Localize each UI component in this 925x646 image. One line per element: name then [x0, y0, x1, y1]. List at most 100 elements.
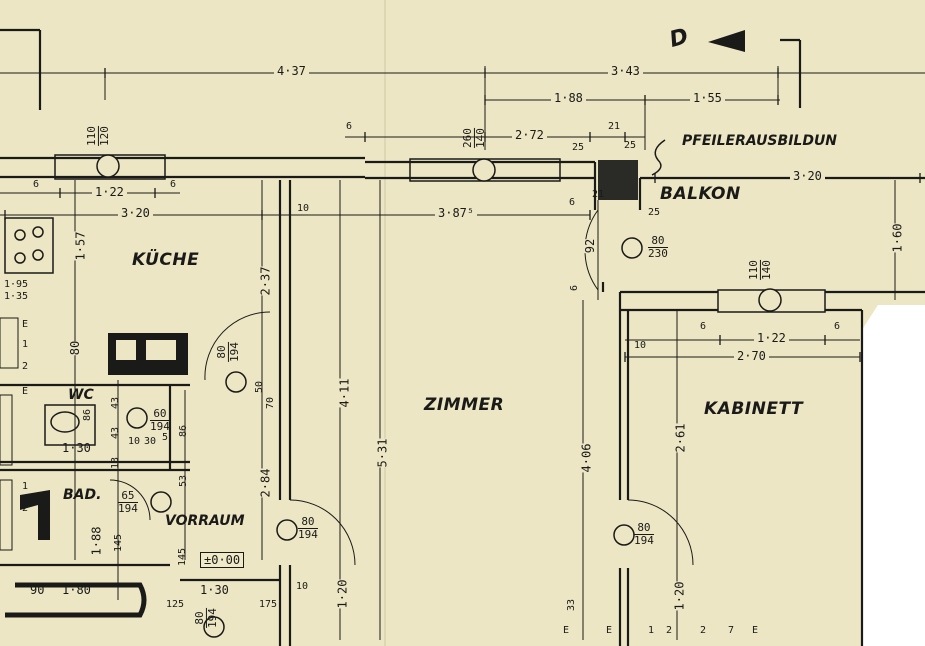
door-circles [96, 154, 782, 638]
dim-b-25: 25 [648, 207, 661, 218]
dim-v-92: 92 [583, 238, 598, 254]
dim-v-411: 4·11 [337, 378, 352, 408]
level-mark: ±0·00 [200, 552, 245, 568]
dim-sm-195: 1·95 [4, 279, 29, 290]
dim-top-188: 1·88 [551, 92, 586, 104]
room-label-zimmer: ZIMMER [424, 395, 505, 415]
dim-v-70: 70 [265, 396, 277, 410]
dim-v-13: 13 [110, 456, 122, 470]
dim-l-180: 1·80 [62, 583, 91, 597]
dim-k-6a: 6 [33, 179, 40, 190]
dim-v-284: 2·84 [258, 468, 273, 498]
walls [0, 28, 925, 646]
dim-z-10: 10 [297, 203, 310, 214]
dim-wc-130: 1·30 [62, 441, 91, 455]
stack-mark-4: E [22, 386, 29, 397]
dim-l-90: 90 [30, 583, 45, 597]
dim-b-6: 6 [569, 197, 576, 208]
bottom-mark-2: 2 [666, 625, 673, 636]
dim-k-122: 1·22 [92, 186, 127, 198]
dim-v-86a: 86 [82, 408, 94, 422]
dim-top-437: 4·37 [274, 65, 309, 77]
room-label-kueche: KÜCHE [132, 250, 200, 270]
door-swings [109, 209, 694, 566]
dim-k-320: 3·20 [118, 207, 153, 219]
dim-v-43a: 43 [110, 396, 122, 410]
dim-b-320: 3·20 [790, 170, 825, 182]
room-label-vorraum: VORRAUM [165, 513, 245, 529]
room-label-balkon: BALKON [660, 184, 741, 204]
dim-top-272: 2·72 [512, 129, 547, 141]
dim-kb-270: 2·70 [734, 350, 769, 362]
dim-v-237: 2·37 [258, 266, 273, 296]
dim-v-53: 53 [178, 474, 190, 488]
stack-mark-5: 1 [22, 481, 29, 492]
dim-wc-10: 10 [128, 436, 141, 447]
north-arrow [708, 30, 745, 52]
dim-v-6: 6 [569, 284, 581, 292]
dim-v-531: 5·31 [375, 438, 390, 468]
bottom-mark-2b: 2 [700, 625, 707, 636]
dim-kb-122: 1·22 [754, 332, 789, 344]
dim-v-43b: 43 [110, 426, 122, 440]
left-stack-marks [0, 317, 19, 551]
bathtub [5, 582, 147, 618]
dim-kb-6a: 6 [700, 321, 707, 332]
dim-top-21: 21 [608, 121, 621, 132]
bottom-mark-7: 7 [728, 625, 735, 636]
pillar-detail [598, 139, 666, 200]
dim-v-160: 1·60 [890, 223, 905, 253]
dim-v-157: 1·57 [73, 231, 88, 261]
dim-l-10: 10 [296, 581, 309, 592]
stove [4, 217, 54, 274]
bottom-mark-e2: E [606, 625, 613, 636]
dim-v-50: 50 [254, 380, 266, 394]
dim-l-175: 175 [259, 599, 278, 610]
kitchen-fixture [108, 333, 188, 375]
dim-wc-30: 30 [144, 436, 157, 447]
dim-v-145b: 145 [177, 547, 189, 567]
room-label-kabinett: KABINETT [704, 399, 804, 419]
dim-v-120a: 1·20 [335, 579, 350, 609]
dim-top-25a: 25 [572, 142, 585, 153]
room-label-bad: BAD. [63, 487, 102, 503]
bottom-mark-e1: E [563, 625, 570, 636]
dim-v-33: 33 [566, 598, 578, 612]
dim-z-3875: 3·87⁵ [435, 207, 478, 219]
dim-v-188: 1·88 [89, 526, 104, 556]
dim-b-21: 21 [592, 189, 605, 200]
dim-l-125: 125 [166, 599, 185, 610]
bath-fixture [20, 490, 50, 540]
dim-wc-5: 5 [162, 432, 169, 443]
dim-sm-135: 1·35 [4, 291, 29, 302]
pillar-note: PFEILERAUSBILDUN [682, 133, 838, 149]
stack-mark-1: E [22, 319, 29, 330]
dim-k-6b: 6 [170, 179, 177, 190]
dim-v-120b: 1·20 [672, 581, 687, 611]
dim-kb-6b: 6 [834, 321, 841, 332]
paper-edge-notch [862, 305, 878, 646]
stack-mark-2: 1 [22, 339, 29, 350]
bottom-mark-1: 1 [648, 625, 655, 636]
paper-edge-right [878, 305, 925, 646]
dim-v-145a: 145 [113, 533, 125, 553]
wc-fixture [44, 404, 96, 446]
dim-kb-10: 10 [634, 340, 647, 351]
room-label-wc: WC [68, 387, 94, 403]
bottom-mark-e3: E [752, 625, 759, 636]
stack-mark-3: 2 [22, 361, 29, 372]
dim-v-261: 2·61 [673, 423, 688, 453]
dim-top-6: 6 [346, 121, 353, 132]
dim-v-406: 4·06 [579, 443, 594, 473]
dim-top-343: 3·43 [608, 65, 643, 77]
